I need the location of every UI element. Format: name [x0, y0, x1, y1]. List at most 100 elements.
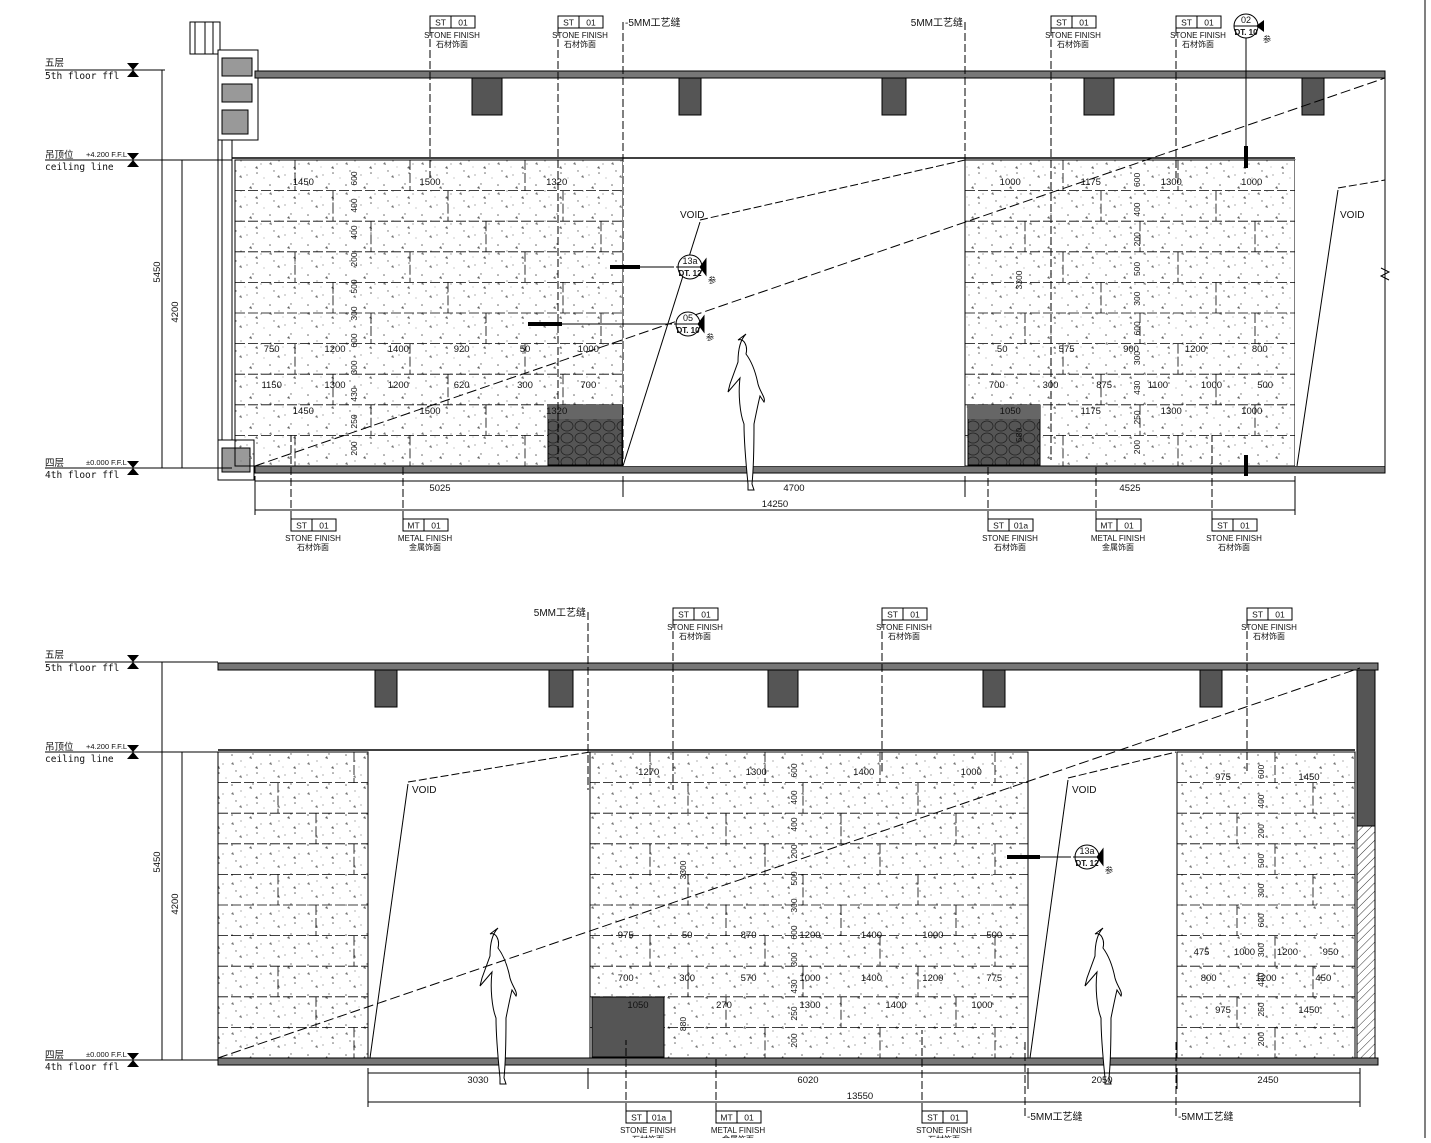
joint-callout-e2-a: 5MM工艺缝 — [534, 606, 589, 790]
tag-st01-e1-f-cn: 石材饰面 — [1218, 542, 1250, 552]
dim-e1-b: 4700 — [783, 483, 804, 494]
e2b1-row2-2: 570 — [741, 973, 757, 984]
tag-st01-e2-a-num: 01 — [701, 610, 711, 620]
e1b2-h7: 430 — [1132, 380, 1142, 394]
total-height-dim-2: 5450 — [152, 851, 163, 872]
e2b1-row3-4: 1000 — [971, 1000, 992, 1011]
e1b2-row0-2: 1300 — [1161, 177, 1182, 188]
ceiling-level-cn-2: 吊顶位 — [45, 741, 74, 753]
e1b1-row3-0: 1450 — [293, 406, 314, 417]
e1b2-h1: 400 — [1132, 202, 1142, 216]
e2-inner-a-h0: 3300 — [678, 860, 688, 879]
e2b1-h2: 400 — [789, 817, 799, 831]
void-label-3: VOID — [412, 785, 436, 796]
e1b2-h4: 300 — [1132, 291, 1142, 305]
tag-st01-e1-c-num: 01 — [1079, 18, 1089, 28]
tag-st01-e2-a-cn: 石材饰面 — [679, 631, 711, 641]
e1-inner-b-h0: 580 — [1014, 428, 1024, 442]
e2b1-row0-1: 1300 — [746, 767, 767, 778]
e1b1-h8: 430 — [349, 387, 359, 401]
end-column — [1356, 669, 1376, 827]
tag-st01-e2-b-num: 01 — [910, 610, 920, 620]
e1b1-h2: 400 — [349, 225, 359, 239]
fifth-floor-cn: 五层 — [45, 58, 64, 69]
joint-callout-e1-b: 5MM工艺缝 — [911, 16, 966, 175]
e2b1-h6: 600 — [789, 925, 799, 939]
e2b2-row0-0: 975 — [1215, 772, 1231, 783]
dim-e2-total: 13550 — [847, 1091, 873, 1102]
e2b1-row1-3: 1200 — [799, 930, 820, 941]
detail-callout-13a-e1-sheet: DT. 12 — [678, 269, 702, 278]
e1b1-row0-0: 1450 — [293, 177, 314, 188]
tag-st01-e1-c-cn: 石材饰面 — [1057, 39, 1089, 49]
e1b1-h7: 300 — [349, 360, 359, 374]
e1-inner-a-h0: 3300 — [1014, 270, 1024, 289]
dim-e1-a: 5025 — [429, 483, 450, 494]
fifth-floor-en: 5th floor ffl — [45, 71, 119, 82]
tag-st01-e2-d-num: 01 — [950, 1113, 960, 1123]
ceiling-height-dim-2: 4200 — [170, 893, 181, 914]
tag-st01-e2-c-cn: 石材饰面 — [1253, 631, 1285, 641]
tag-st01-e2-c-en: STONE FINISH — [1241, 623, 1297, 632]
e1b1-row1-3: 920 — [454, 344, 470, 355]
e1b2-row1-1: 575 — [1059, 344, 1075, 355]
joint-callout-e2-c: -5MM工艺缝 — [1175, 1040, 1234, 1123]
e2b1-row1-6: 500 — [986, 930, 1002, 941]
e1b2-row1-4: 800 — [1252, 344, 1268, 355]
e1b2-row0-1: 1175 — [1081, 177, 1101, 188]
e2b2-row3-1: 1450 — [1298, 1005, 1319, 1016]
e2b1-row3-1: 270 — [716, 1000, 732, 1011]
void-opening-1 — [623, 160, 965, 466]
detail-callout-05-e1-sheet: DT. 10 — [676, 326, 700, 335]
beams — [471, 77, 1325, 116]
e1b1-row2-1: 1300 — [324, 380, 345, 391]
planter-3 — [591, 996, 665, 1058]
e2b2-h4: 300 — [1256, 883, 1266, 897]
ceiling-level-en: ceiling line — [45, 162, 114, 173]
detail-02-sheet: DT. 10 — [1234, 28, 1258, 37]
e2b1-row2-6: 775 — [986, 973, 1002, 984]
joint-callout-e1-a: -5MM工艺缝 — [622, 16, 681, 460]
joint-callout-e2-b-label: -5MM工艺缝 — [1027, 1110, 1083, 1123]
hatched-end-wall — [1356, 825, 1376, 1059]
e2b1-row1-5: 1000 — [922, 930, 943, 941]
tag-mt01-e1-a-en: METAL FINISH — [398, 534, 452, 543]
e2b1-h7: 300 — [789, 952, 799, 966]
e1b1-row1-4: 50 — [520, 344, 531, 355]
fifth-floor-en-2: 5th floor ffl — [45, 663, 119, 674]
ceiling-level-val: +4.200 F.F.L — [86, 150, 127, 159]
tag-st01-e2-b-en: STONE FINISH — [876, 623, 932, 632]
ceiling-level-cn: 吊顶位 — [45, 149, 74, 161]
e2b1-h10: 200 — [789, 1033, 799, 1047]
dim-e1-total: 14250 — [762, 499, 788, 510]
e1b1-row1-0: 750 — [264, 344, 280, 355]
e2b1-row1-2: 870 — [741, 930, 757, 941]
detail-02-num: 02 — [1241, 15, 1251, 25]
e2-inner-b-h0: 880 — [678, 1017, 688, 1031]
e1b2-h9: 200 — [1132, 440, 1142, 454]
e2b2-row2-1: 1200 — [1255, 973, 1276, 984]
e1b1-h0: 600 — [349, 171, 359, 185]
e2b2-row2-2: 450 — [1315, 973, 1331, 984]
level-marks-1: 五层 5th floor ffl 吊顶位 +4.200 F.F.L ceilin… — [45, 58, 232, 481]
floor-slab-2 — [217, 1057, 1379, 1066]
tag-mt01-e1-b-en: METAL FINISH — [1091, 534, 1145, 543]
e1b2-row2-2: 875 — [1096, 380, 1112, 391]
e2b2-row2-0: 800 — [1201, 973, 1217, 984]
e1b2-row3-0: 1050 — [1000, 406, 1021, 417]
e2b1-row0-0: 1270 — [638, 767, 659, 778]
floor-slab — [254, 465, 1386, 474]
e2b1-h9: 250 — [789, 1006, 799, 1020]
ceiling-height-dim-1: 4200 — [170, 301, 181, 322]
e2b2-row3-0: 975 — [1215, 1005, 1231, 1016]
tag-st01-e1-d-type: ST — [1181, 18, 1192, 28]
e1b1-h3: 200 — [349, 252, 359, 266]
e1b2-row1-2: 900 — [1123, 344, 1139, 355]
tag-st01a-e2-type: ST — [631, 1113, 642, 1123]
